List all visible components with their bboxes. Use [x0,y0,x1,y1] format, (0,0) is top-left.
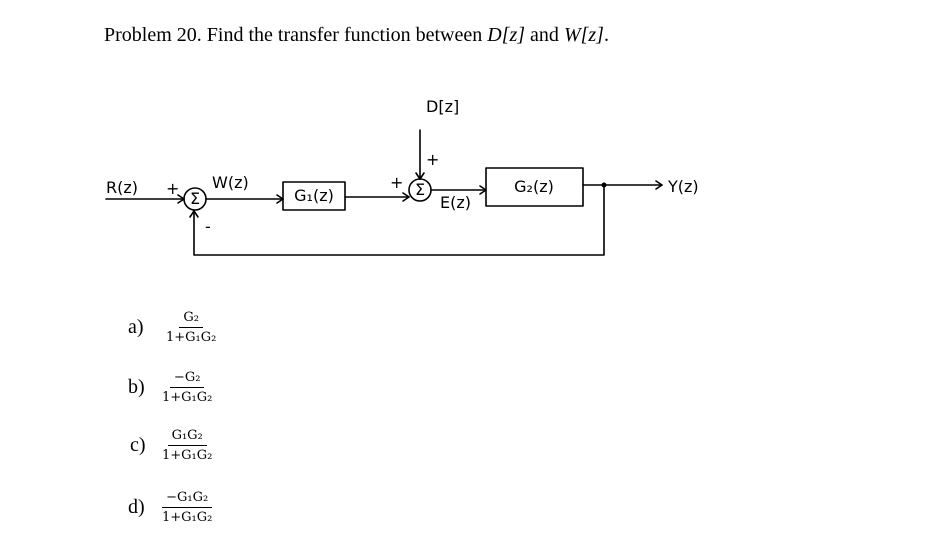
option-b-letter: b) [128,376,145,398]
feedback-arrowhead [189,210,199,218]
problem-label: Problem 20. [104,24,202,46]
feedback-path [193,184,605,256]
output-arrowhead [655,180,663,190]
option-d-fraction: −G₁G₂ 1+G₁G₂ [158,490,216,525]
option-a-letter: a) [128,316,144,338]
problem-var-d: D[z] [487,24,526,46]
label-plus-sum2-top: + [426,150,439,169]
option-d-letter: d) [128,496,145,518]
label-plus-r: + [166,179,179,198]
option-b-numerator: −G₂ [169,370,205,388]
label-g1: G₁(z) [294,186,334,205]
label-minus: - [205,217,211,236]
label-e: E(z) [440,193,471,212]
label-d: D[z] [426,97,459,116]
sum2-symbol: Σ [415,180,425,199]
option-a-numerator: G₂ [179,310,203,328]
option-a-denominator: 1+G₁G₂ [166,330,217,345]
sum1-symbol: Σ [190,189,200,208]
option-b-fraction: −G₂ 1+G₁G₂ [158,370,216,405]
label-w: W(z) [212,173,249,192]
option-b[interactable]: b) −G₂ 1+G₁G₂ [128,370,216,405]
label-y: Y(z) [667,177,699,196]
problem-conj: and [530,24,559,46]
g1-out-arrowhead [402,192,410,202]
option-a[interactable]: a) G₂ 1+G₁G₂ [128,310,220,345]
problem-end: . [603,24,609,46]
option-d-numerator: −G₁G₂ [162,490,213,508]
option-c-fraction: G₁G₂ 1+G₁G₂ [158,428,216,463]
option-b-denominator: 1+G₁G₂ [162,390,213,405]
problem-title: Problem 20. Find the transfer function b… [104,24,609,47]
problem-var-w: W[z] [563,24,604,46]
pickoff-point [601,182,607,188]
option-d-denominator: 1+G₁G₂ [162,510,213,525]
option-c-denominator: 1+G₁G₂ [162,448,213,463]
option-d[interactable]: d) −G₁G₂ 1+G₁G₂ [128,490,216,525]
label-g2: G₂(z) [514,177,554,196]
label-r: R(z) [106,178,138,197]
option-c-letter: c) [130,434,146,456]
problem-text: Find the transfer function between [206,24,483,46]
g2-block [485,167,584,207]
option-c-numerator: G₁G₂ [167,428,207,446]
disturbance-arrowhead [415,172,425,180]
label-plus-sum2-left: + [390,173,403,192]
option-c[interactable]: c) G₁G₂ 1+G₁G₂ [130,428,216,463]
option-a-fraction: G₂ 1+G₁G₂ [162,310,220,345]
g1-block [282,181,346,211]
